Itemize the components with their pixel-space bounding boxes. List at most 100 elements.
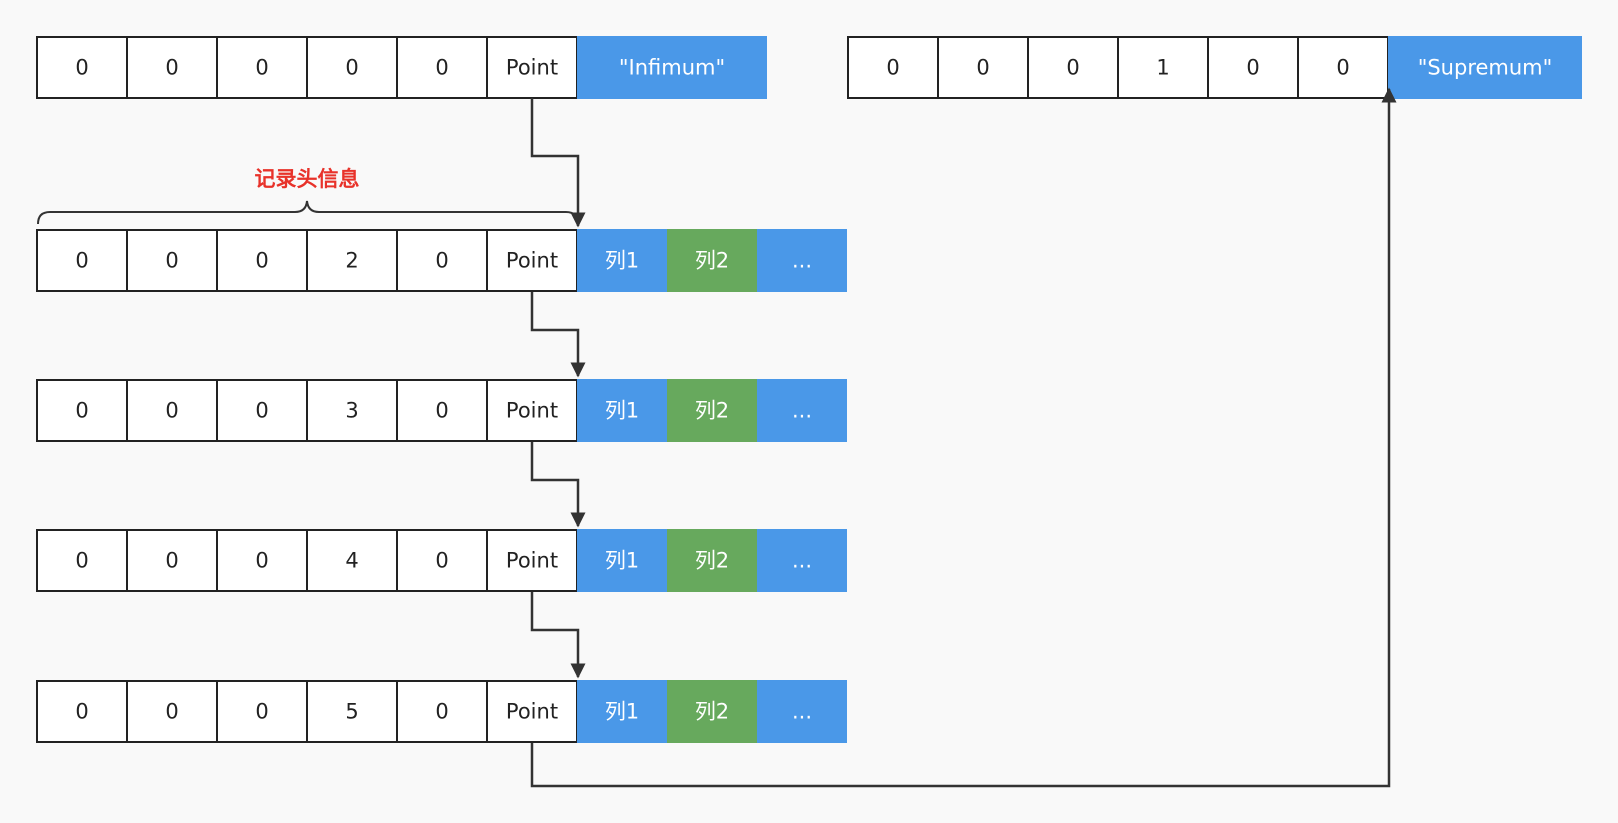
next-pointer-label: Point bbox=[506, 56, 558, 80]
header-cell bbox=[396, 680, 488, 743]
record-header-brace bbox=[37, 200, 579, 225]
header-value: 0 bbox=[976, 56, 989, 80]
header-cell bbox=[126, 529, 218, 592]
header-value: 0 bbox=[435, 249, 448, 273]
next-record-arrow-infimum bbox=[530, 98, 586, 228]
column-label: 列1 bbox=[605, 549, 639, 573]
header-cell bbox=[486, 680, 578, 743]
header-value: 0 bbox=[435, 56, 448, 80]
column-cell bbox=[577, 379, 667, 442]
header-value: 2 bbox=[345, 249, 358, 273]
header-cell bbox=[396, 529, 488, 592]
header-value: 0 bbox=[1246, 56, 1259, 80]
column-cell bbox=[757, 379, 847, 442]
column-cell bbox=[577, 529, 667, 592]
column-cell bbox=[667, 680, 757, 743]
column-label: 列2 bbox=[695, 700, 729, 724]
column-label: ... bbox=[792, 700, 812, 724]
header-value: 0 bbox=[886, 56, 899, 80]
header-cell bbox=[1207, 36, 1299, 99]
user-record-2: 0 0 0 3 0 Point 列1 列2... bbox=[36, 379, 847, 442]
column-label: 列1 bbox=[605, 249, 639, 273]
header-value: 0 bbox=[75, 700, 88, 724]
header-value: 0 bbox=[435, 399, 448, 423]
header-value: 3 bbox=[345, 399, 358, 423]
header-cell bbox=[1027, 36, 1119, 99]
header-cell bbox=[216, 680, 308, 743]
header-value: 0 bbox=[1066, 56, 1079, 80]
record-name: "Supremum" bbox=[1418, 56, 1553, 80]
next-pointer-label: Point bbox=[506, 249, 558, 273]
supremum-record: 0 0 0 1 0 0 "Supremum" bbox=[847, 36, 1582, 99]
header-cell bbox=[126, 36, 218, 99]
header-cell bbox=[126, 379, 218, 442]
next-record-arrow-1 bbox=[530, 292, 586, 378]
header-value: 0 bbox=[165, 249, 178, 273]
header-value: 5 bbox=[345, 700, 358, 724]
header-cell bbox=[216, 36, 308, 99]
header-cell bbox=[126, 229, 218, 292]
header-value: 0 bbox=[75, 249, 88, 273]
header-cell bbox=[486, 36, 578, 99]
header-value: 0 bbox=[255, 399, 268, 423]
header-value: 1 bbox=[1156, 56, 1169, 80]
column-label: 列2 bbox=[695, 249, 729, 273]
header-value: 0 bbox=[165, 700, 178, 724]
column-label: 列1 bbox=[605, 700, 639, 724]
header-cell bbox=[306, 680, 398, 743]
column-cell bbox=[667, 529, 757, 592]
next-record-arrow-to-supremum bbox=[530, 87, 1397, 788]
header-value: 0 bbox=[435, 549, 448, 573]
header-value: 0 bbox=[165, 549, 178, 573]
record-name-cell bbox=[577, 36, 767, 99]
header-value: 4 bbox=[345, 549, 358, 573]
column-cell bbox=[757, 229, 847, 292]
header-value: 0 bbox=[75, 549, 88, 573]
column-cell bbox=[577, 229, 667, 292]
header-cell bbox=[216, 529, 308, 592]
header-cell bbox=[937, 36, 1029, 99]
header-value: 0 bbox=[255, 700, 268, 724]
column-label: ... bbox=[792, 399, 812, 423]
header-value: 0 bbox=[75, 56, 88, 80]
header-cell bbox=[396, 379, 488, 442]
column-label: 列2 bbox=[695, 399, 729, 423]
header-cell bbox=[1117, 36, 1209, 99]
header-value: 0 bbox=[255, 56, 268, 80]
column-label: 列1 bbox=[605, 399, 639, 423]
column-cell bbox=[757, 529, 847, 592]
next-record-arrow-3 bbox=[530, 592, 586, 679]
record-name-cell bbox=[1388, 36, 1582, 99]
header-value: 0 bbox=[345, 56, 358, 80]
header-cell bbox=[1297, 36, 1389, 99]
header-value: 0 bbox=[1336, 56, 1349, 80]
header-cell bbox=[36, 680, 128, 743]
column-label: ... bbox=[792, 249, 812, 273]
column-cell bbox=[757, 680, 847, 743]
header-value: 0 bbox=[165, 399, 178, 423]
next-pointer-label: Point bbox=[506, 549, 558, 573]
next-pointer-label: Point bbox=[506, 399, 558, 423]
header-cell bbox=[36, 229, 128, 292]
header-cell bbox=[306, 529, 398, 592]
header-cell bbox=[396, 229, 488, 292]
column-label: ... bbox=[792, 549, 812, 573]
header-value: 0 bbox=[255, 549, 268, 573]
column-cell bbox=[577, 680, 667, 743]
header-cell bbox=[216, 379, 308, 442]
column-cell bbox=[667, 229, 757, 292]
next-record-arrow-2 bbox=[530, 442, 586, 528]
infimum-record: 0 0 0 0 0 Point "Infimum" bbox=[36, 36, 767, 99]
record-header-label: 记录头信息 bbox=[255, 167, 360, 191]
header-cell bbox=[486, 229, 578, 292]
header-cell bbox=[396, 36, 488, 99]
record-name: "Infimum" bbox=[619, 56, 725, 80]
header-value: 0 bbox=[75, 399, 88, 423]
column-cell bbox=[667, 379, 757, 442]
header-value: 0 bbox=[435, 700, 448, 724]
header-value: 0 bbox=[165, 56, 178, 80]
